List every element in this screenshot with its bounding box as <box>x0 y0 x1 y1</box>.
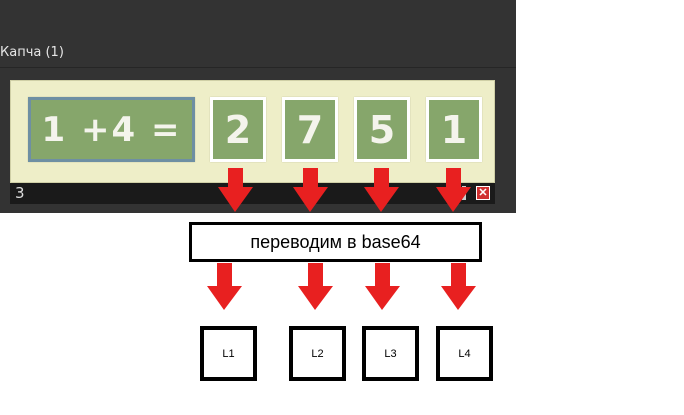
captcha-equation-tile: 1 +4 = <box>28 97 195 162</box>
arrow-down <box>365 263 400 310</box>
output-box: L4 <box>436 326 493 381</box>
arrows-bottom <box>207 263 476 310</box>
close-button[interactable]: ✕ <box>476 186 490 200</box>
arrows-top <box>218 168 471 212</box>
divider <box>0 67 516 68</box>
encode-label-box: переводим в base64 <box>189 222 482 262</box>
captcha-digit-tile[interactable]: 1 <box>426 97 482 162</box>
captcha-digit-tile[interactable]: 5 <box>354 97 410 162</box>
close-icon: ✕ <box>478 187 488 199</box>
arrow-down <box>293 168 328 212</box>
arrow-down <box>436 168 471 212</box>
output-label: L2 <box>311 347 324 360</box>
output-label: L3 <box>384 347 397 360</box>
output-box: L1 <box>200 326 257 381</box>
output-box: L3 <box>362 326 419 381</box>
output-label: L4 <box>458 347 471 360</box>
arrow-down <box>207 263 242 310</box>
captcha-image: 1 +4 = 2 7 5 1 <box>10 80 495 183</box>
encode-label: переводим в base64 <box>250 231 421 252</box>
output-box: L2 <box>289 326 346 381</box>
captcha-digit-tile[interactable]: 7 <box>282 97 338 162</box>
arrow-down <box>441 263 476 310</box>
captcha-digit-tile[interactable]: 2 <box>210 97 266 162</box>
answer-value: 3 <box>15 184 25 202</box>
arrow-down <box>298 263 333 310</box>
arrow-down <box>218 168 253 212</box>
window-title: Капча (1) <box>0 45 64 60</box>
output-label: L1 <box>222 347 235 360</box>
arrow-down <box>364 168 399 212</box>
